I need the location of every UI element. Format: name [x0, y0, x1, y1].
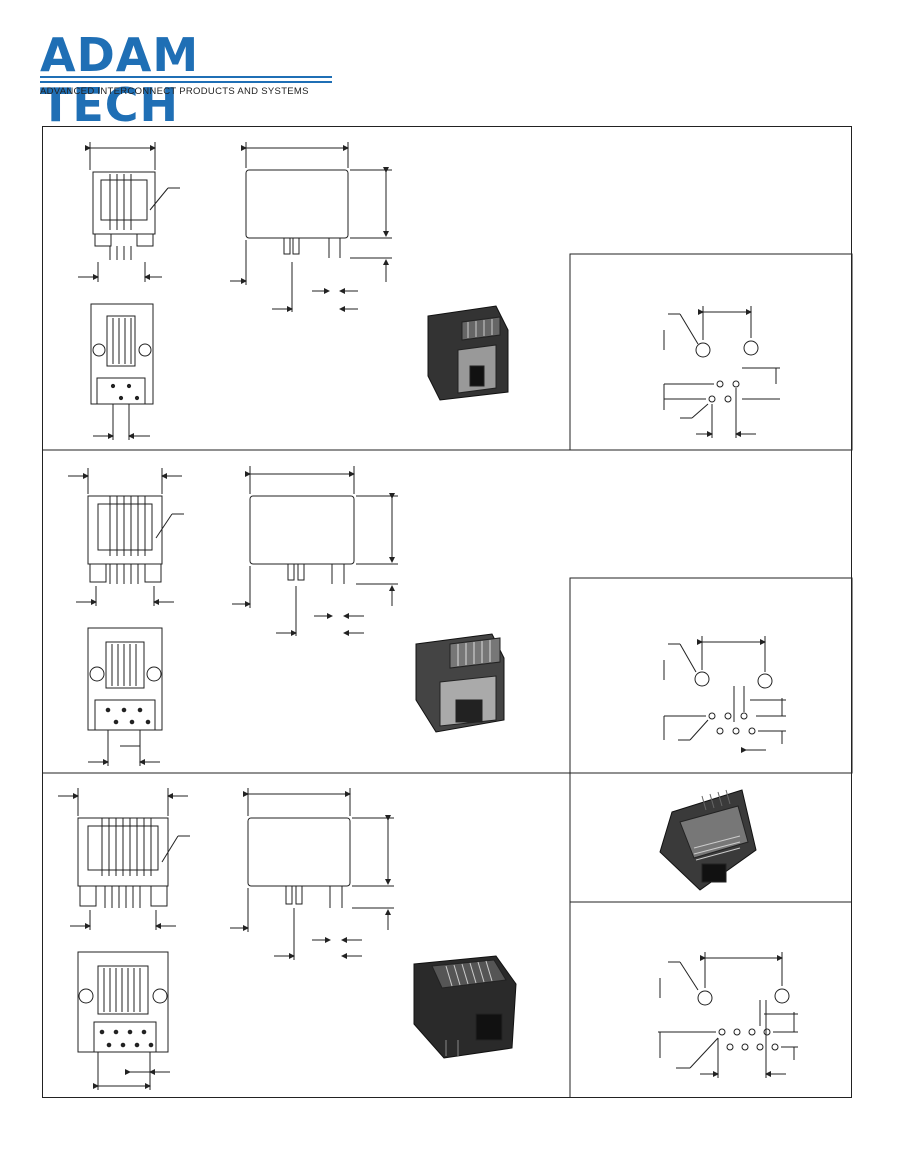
brand-rule-top	[40, 76, 332, 78]
side-view-2	[232, 466, 398, 636]
product-photo-2	[415, 633, 505, 733]
brand-rule-bottom	[40, 81, 332, 83]
pcb-layout-box-2	[569, 577, 853, 774]
pcb-layout-3	[658, 952, 798, 1078]
front-view-1	[78, 142, 180, 282]
bottom-view-2	[87, 627, 163, 766]
brand-logo: ADAM TECH ADVANCED INTERCONNECT PRODUCTS…	[40, 30, 335, 130]
side-view-3	[230, 788, 394, 960]
pcb-layout-2	[663, 636, 786, 753]
section-2	[68, 466, 786, 766]
section-1	[78, 142, 780, 440]
front-view-3	[58, 788, 190, 930]
side-view-1	[230, 142, 392, 312]
brand-tagline: ADVANCED INTERCONNECT PRODUCTS AND SYSTE…	[40, 86, 309, 97]
product-photo-3	[413, 955, 517, 1059]
pcb-layout-box-1	[569, 253, 853, 451]
bottom-view-3	[77, 951, 170, 1090]
front-view-2	[68, 468, 184, 606]
section-3	[58, 788, 798, 1090]
brand-name: ADAM TECH	[40, 28, 200, 132]
pcb-layout-1	[663, 306, 780, 438]
product-photo-1	[427, 305, 509, 401]
bottom-view-1	[90, 303, 154, 440]
product-photo-3b	[659, 789, 757, 891]
